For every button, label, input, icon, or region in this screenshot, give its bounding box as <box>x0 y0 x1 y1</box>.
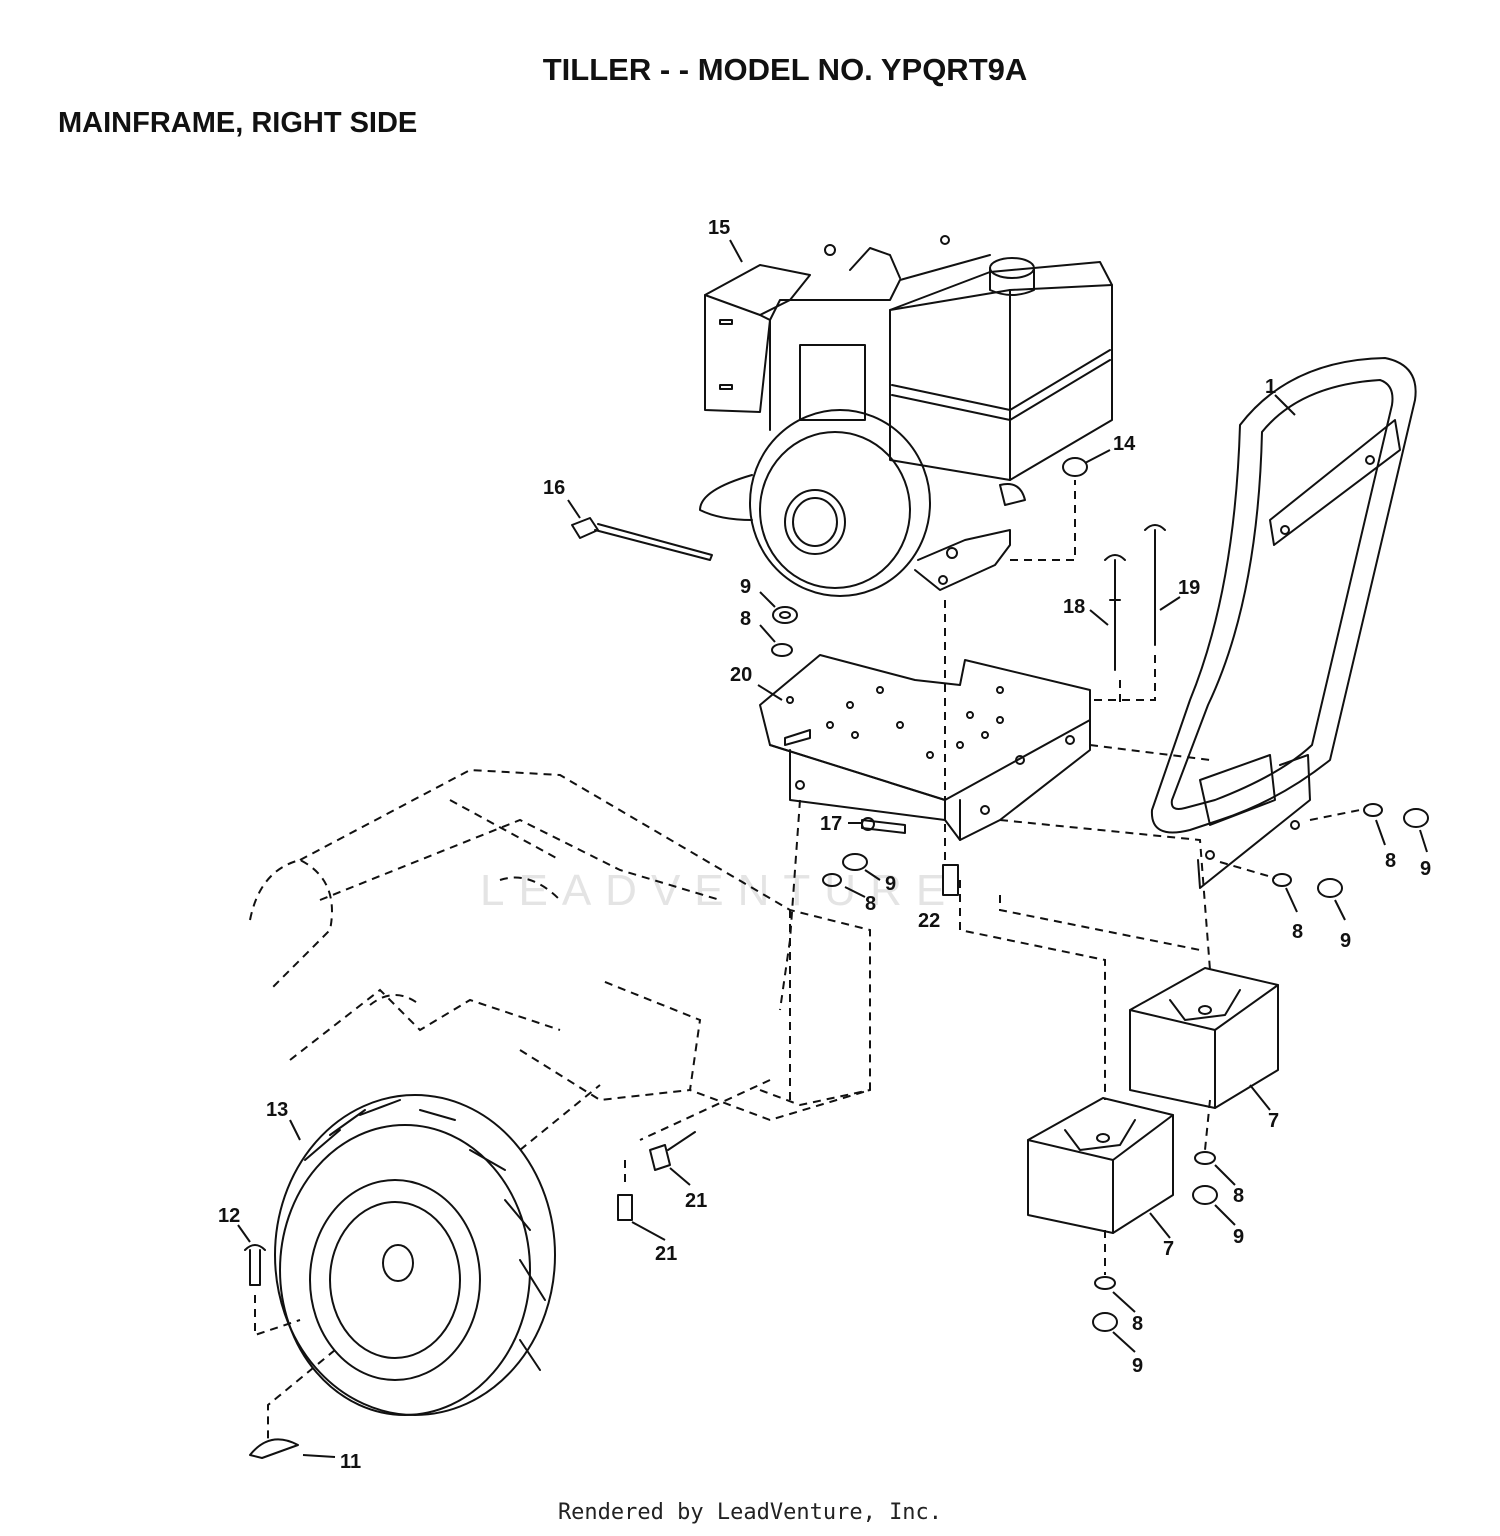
callout-9-bumper-upper: 9 <box>1420 858 1431 880</box>
callout-numbers: 15 1 14 16 9 8 20 18 19 17 9 8 22 8 9 8 … <box>218 217 1431 1473</box>
callout-7-upper: 7 <box>1268 1110 1279 1132</box>
callout-8-top: 8 <box>740 608 751 630</box>
callout-1: 1 <box>1265 376 1276 398</box>
page-title: TILLER - - MODEL NO. YPQRT9A <box>542 52 1028 87</box>
callout-9-weight-lower: 9 <box>1132 1355 1143 1377</box>
callout-leaders <box>237 239 1428 1458</box>
fasteners <box>771 457 1429 1332</box>
watermark-text: LEADVENTURE <box>480 866 959 915</box>
engine-mounting-plate <box>759 654 1091 841</box>
footer-credit: Rendered by LeadVenture, Inc. <box>557 1500 943 1525</box>
callout-7-lower: 7 <box>1163 1238 1174 1260</box>
callout-9-bumper-lower: 9 <box>1340 930 1351 952</box>
callout-15: 15 <box>708 217 730 239</box>
hex-bolts <box>617 1131 696 1221</box>
callout-13: 13 <box>266 1099 288 1121</box>
callout-8-weight-lower: 8 <box>1132 1313 1143 1335</box>
hairpin-clip <box>249 1438 299 1459</box>
callout-19: 19 <box>1178 577 1200 599</box>
callout-21-lower: 21 <box>655 1243 677 1265</box>
cable-tie <box>571 517 713 561</box>
callout-8-plate: 8 <box>865 893 876 915</box>
engine <box>699 235 1113 597</box>
counterweights <box>1027 967 1279 1234</box>
callout-11: 11 <box>340 1451 361 1473</box>
carriage-bolts <box>1104 524 1166 671</box>
callout-9-weight-upper: 9 <box>1233 1226 1244 1248</box>
callout-12: 12 <box>218 1205 240 1227</box>
callout-17: 17 <box>820 813 842 835</box>
section-title: MAINFRAME, RIGHT SIDE <box>58 107 418 139</box>
callout-16: 16 <box>543 477 565 499</box>
callout-8-bumper-upper: 8 <box>1385 850 1396 872</box>
callout-8-bumper-lower: 8 <box>1292 921 1303 943</box>
callout-14: 14 <box>1113 433 1136 455</box>
tiller-housing-outline <box>249 480 1361 1440</box>
wheel-tire <box>274 1094 556 1416</box>
callout-20: 20 <box>730 664 752 686</box>
clevis-pin <box>244 1244 266 1286</box>
callout-8-weight-upper: 8 <box>1233 1185 1244 1207</box>
front-bumper <box>1150 357 1417 889</box>
callout-9-top: 9 <box>740 576 751 598</box>
callout-9-plate: 9 <box>885 873 896 895</box>
callout-18: 18 <box>1063 596 1085 618</box>
callout-22: 22 <box>918 910 940 932</box>
callout-21-upper: 21 <box>685 1190 707 1212</box>
